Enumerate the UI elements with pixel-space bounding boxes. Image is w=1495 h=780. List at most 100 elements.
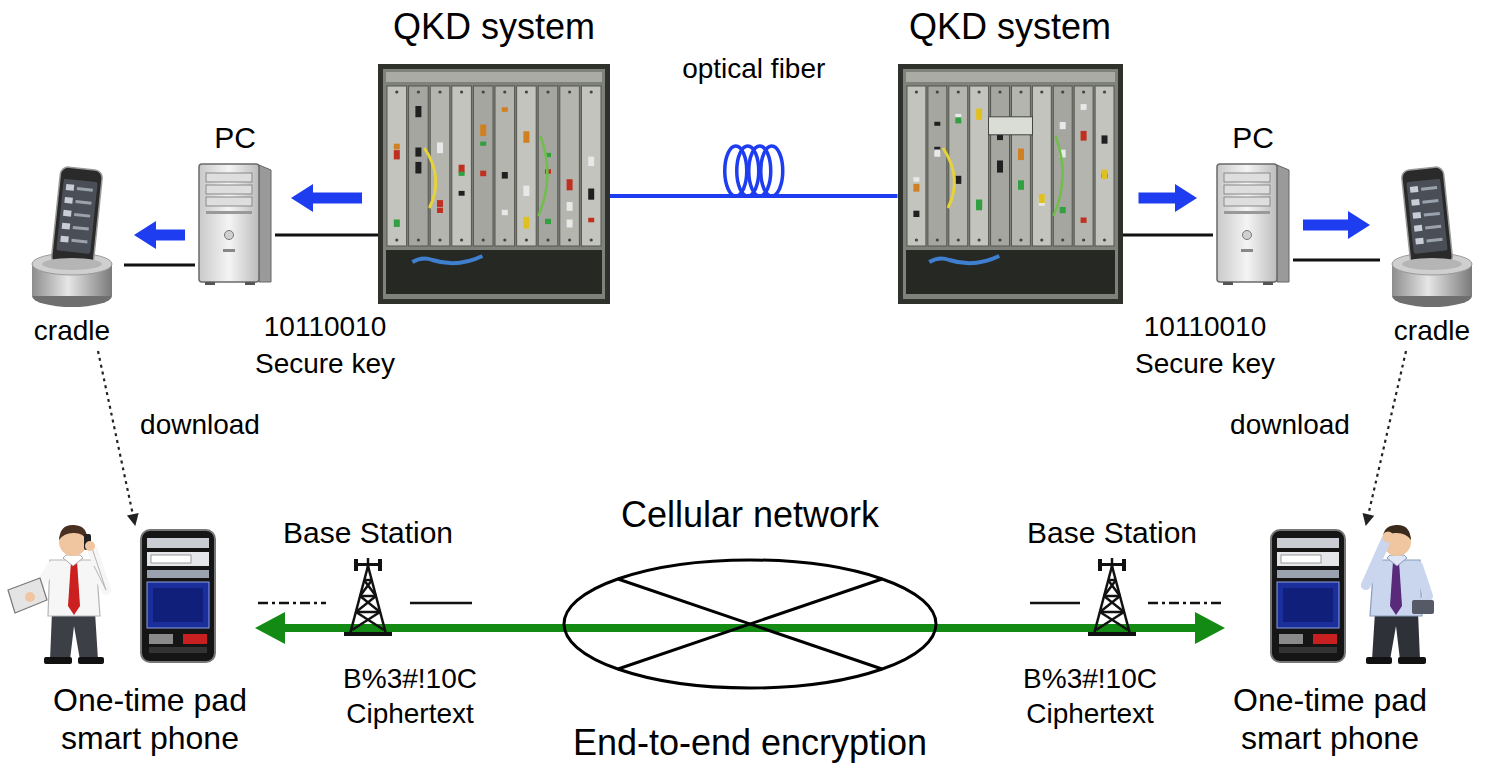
qkd-rack-photo (502, 210, 508, 215)
qkd-rack-photo (480, 142, 486, 146)
encryption-caption: End-to-end encryption (573, 722, 927, 764)
qkd-rack-photo (943, 148, 954, 208)
smart-phone-picture (183, 634, 207, 644)
qkd-rack-photo (976, 201, 982, 209)
qkd-rack-photo (903, 69, 1118, 299)
key-transfer-cable (1123, 184, 1214, 235)
smart-phone-picture (1283, 588, 1333, 622)
qkd-rack-photo (914, 239, 917, 242)
qkd-rack-photo (502, 108, 508, 113)
qkd-rack-photo (538, 136, 547, 216)
qkd-rack-photo (898, 64, 1123, 304)
qkd-rack-photo (913, 184, 919, 192)
smart-phone: One-time pad smart phone (45, 528, 255, 758)
qkd-rack-photo (1080, 105, 1086, 111)
qkd-rack-photo (997, 161, 1003, 173)
base-station-tower (356, 563, 380, 566)
key-transfer-cable (155, 230, 185, 241)
qkd-rack-photo (482, 239, 485, 242)
smart-phone-picture (1281, 555, 1321, 563)
qkd-system: QKD system (378, 6, 610, 304)
qkd-rack-photo (415, 148, 421, 157)
qkd-rack-photo (386, 72, 602, 82)
cradle-picture (1425, 225, 1441, 230)
key-transfer-cable (124, 221, 195, 265)
qkd-rack-photo (976, 200, 982, 211)
cradle-picture (1410, 186, 1419, 193)
qkd-rack-photo (417, 239, 420, 242)
man-figure (44, 657, 72, 664)
base-station-tower (1100, 612, 1128, 630)
qkd-rack-photo (495, 86, 515, 246)
smart-phone-picture (1277, 582, 1339, 628)
base-station: Base Station (283, 515, 453, 636)
qkd-rack-photo (1019, 91, 1022, 94)
man-figure (1383, 532, 1394, 543)
man-figure (1390, 561, 1402, 615)
pc-tower (223, 249, 235, 252)
key-transfer-cable (312, 193, 362, 204)
man-figure (1398, 657, 1426, 664)
cradle-picture (60, 236, 69, 243)
phone-label: One-time pad smart phone (45, 682, 255, 758)
qkd-rack-photo (906, 72, 1115, 82)
cradle-picture (1380, 160, 1484, 310)
ciphertext-caption: Ciphertext (346, 697, 474, 730)
qkd-rack-photo (988, 117, 1032, 135)
qkd-rack-photo (1080, 218, 1086, 223)
man-figure (1412, 600, 1434, 614)
cradle-picture (64, 197, 73, 204)
cradle-picture (1414, 225, 1423, 232)
qkd-rack-photo (590, 239, 593, 242)
qkd-rack-photo (383, 69, 605, 299)
qkd-rack-photo (424, 148, 435, 208)
qkd-rack-photo (459, 165, 465, 173)
qkd-rack-photo (1082, 91, 1085, 94)
pc-tower (1243, 231, 1252, 240)
optical-fiber-link (761, 146, 783, 196)
qkd-rack-photo (567, 180, 573, 191)
smart-phone-picture (149, 634, 173, 644)
cradle-label: cradle (1394, 314, 1470, 347)
download-arrow (127, 513, 139, 526)
qkd-rack-photo (956, 239, 959, 242)
qkd-rack-photo (473, 86, 493, 246)
key-transfer-cable (134, 221, 156, 249)
qkd-rack-photo (415, 162, 421, 174)
qkd-rack-photo (906, 250, 1115, 294)
qkd-rack-photo (1102, 91, 1105, 94)
pc-tower (206, 185, 252, 194)
smart-phone-picture (1277, 570, 1339, 578)
qkd-rack-photo (976, 109, 982, 120)
qkd-rack-photo (395, 239, 398, 242)
qkd-rack-photo (538, 86, 558, 246)
qkd-rack-photo (1053, 86, 1072, 246)
edge-label: download (140, 408, 260, 441)
qkd-rack-photo (913, 211, 919, 217)
cradle-picture (73, 226, 89, 231)
qkd-rack-photo (934, 122, 940, 126)
pc-computer: PC (195, 120, 275, 286)
qkd-rack-photo (378, 64, 610, 304)
pc-tower (259, 165, 271, 282)
system-title: QKD system (909, 6, 1111, 48)
smart-phone-picture (147, 582, 209, 628)
qkd-rack-photo (546, 91, 549, 94)
base-station-tower (1098, 559, 1102, 571)
smart-phone-picture (151, 555, 191, 563)
radio-link-line (1148, 602, 1222, 605)
qkd-rack-photo (1095, 86, 1114, 246)
base-station-tower (1122, 559, 1126, 571)
cradle-picture (1401, 166, 1453, 268)
qkd-rack-photo (523, 186, 529, 196)
cradle-picture (1415, 238, 1424, 245)
qkd-rack-photo (588, 189, 594, 200)
ciphertext-sample: B%3#!10C (343, 662, 477, 695)
qkd-rack-photo (935, 91, 938, 94)
download-arrow (1363, 513, 1375, 526)
qkd-rack-photo (438, 91, 441, 94)
qkd-rack-photo (394, 220, 400, 227)
qkd-rack-photo (394, 144, 400, 150)
qkd-rack-photo (525, 91, 528, 94)
